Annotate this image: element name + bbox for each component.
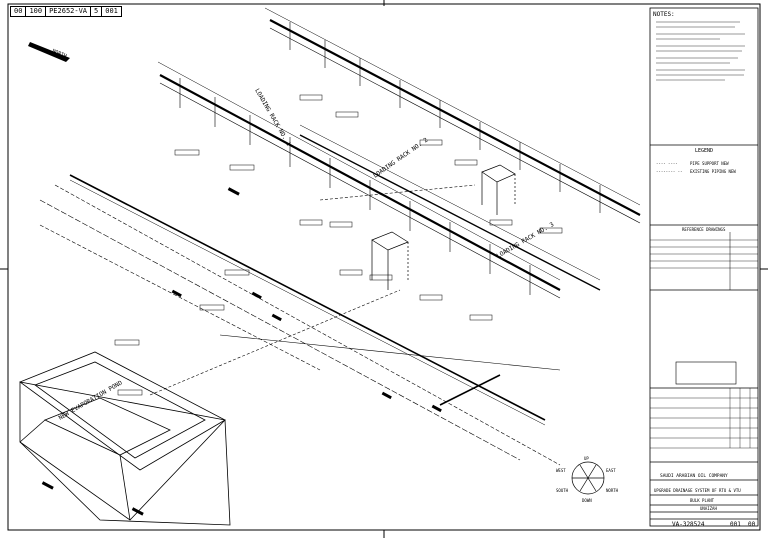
svg-text:NORTH: NORTH: [51, 48, 67, 59]
fitting-marks: [41, 187, 442, 516]
compass-east: EAST: [606, 468, 616, 473]
plant-name: UNAIZAH: [700, 506, 717, 511]
drawing-title: UPGRADE DRAINAGE SYSTEM OF RTU & VTU: [654, 488, 741, 493]
stamp-cell: PE2652-VA: [46, 7, 92, 16]
pond-label: NEW EVAPORATION POND: [58, 379, 124, 421]
north-arrow: NORTH: [28, 42, 70, 62]
compass-south: SOUTH: [556, 488, 569, 493]
drawing-subtitle: BULK PLANT: [690, 498, 715, 503]
rack-label-1: LOADING RACK NO. 1: [253, 88, 292, 148]
stamp-cell: 5: [91, 7, 103, 16]
rack-label-2: LOADING RACK NO. 2: [372, 136, 430, 179]
compass-north: NORTH: [606, 488, 619, 493]
rack-platforms: [371, 164, 516, 290]
stamp-cell: 100: [26, 7, 47, 16]
refs-title: REFERENCE DRAWINGS: [682, 227, 726, 232]
legend-title: LEGEND: [695, 148, 713, 154]
compass-up: UP: [584, 456, 589, 461]
revision: 00: [748, 521, 756, 528]
title-block: [649, 7, 759, 527]
pipe-supports: [179, 22, 601, 295]
sheet-number: 001: [730, 521, 741, 528]
dimension-lines: [157, 7, 641, 281]
legend-text-1: PIPE SUPPORT NEW: [690, 161, 729, 166]
evaporation-pond: [19, 351, 231, 526]
callout-tags: [114, 94, 563, 396]
legend-code-1: ---- ----: [656, 161, 678, 166]
stamp-cell: 001: [105, 7, 118, 15]
stamp-cell: 00: [11, 7, 27, 16]
compass-rose: [571, 461, 605, 495]
company-name: SAUDI ARABIAN OIL COMPANY: [660, 473, 728, 479]
drawing-stamp: 00 100 PE2652-VA 5 001: [10, 6, 122, 17]
notes-lines: [656, 21, 745, 81]
legend-text-2: EXISTING PIPING NEW: [690, 169, 736, 174]
legend-code-2: -------- --: [656, 169, 683, 174]
notes-title: NOTES:: [653, 11, 675, 18]
compass-west: WEST: [556, 468, 566, 473]
drawing-number: VA-328524: [672, 521, 705, 528]
compass-down: DOWN: [582, 498, 592, 503]
pipe-runs: [39, 19, 641, 466]
